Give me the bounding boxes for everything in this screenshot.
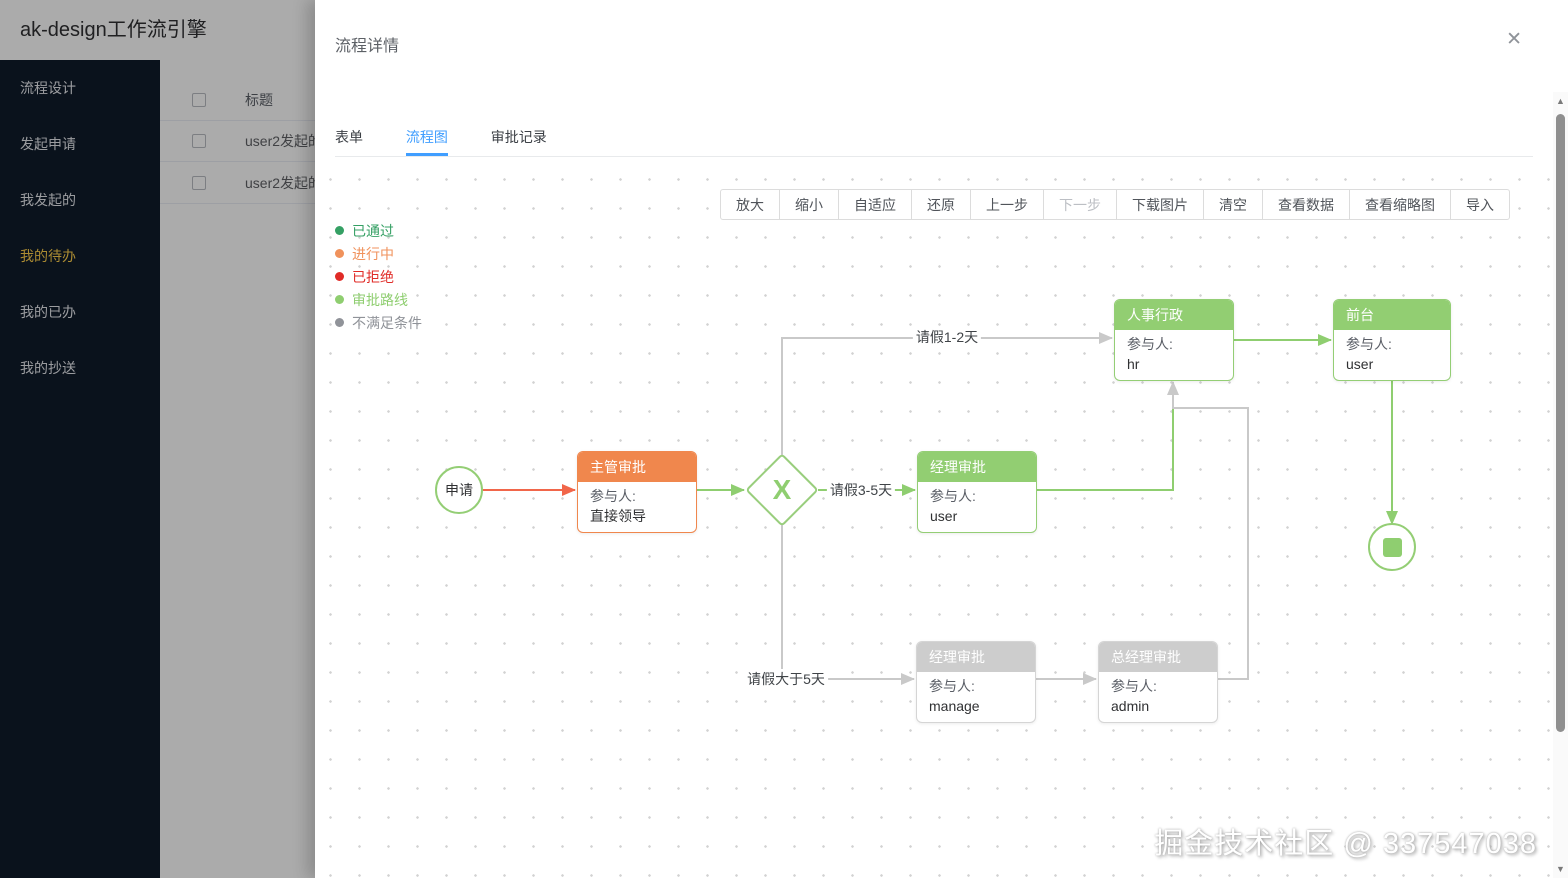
sidebar: 流程设计 发起申请 我发起的 我的待办 我的已办 我的抄送	[0, 60, 160, 878]
tab-approval-records[interactable]: 审批记录	[490, 129, 547, 145]
sidebar-item-my-initiated[interactable]: 我发起的	[20, 192, 76, 208]
node-title: 经理审批	[917, 642, 1035, 672]
legend-label: 已通过	[352, 222, 394, 239]
node-manager-approval-2[interactable]: 经理审批 参与人: manage	[916, 641, 1036, 723]
node-title: 总经理审批	[1099, 642, 1217, 672]
scrollbar-thumb[interactable]	[1556, 114, 1565, 732]
flowchart-canvas[interactable]: 请假1-2天 请假3-5天 请假大于5天 申请 主管审批 参与人: 直接领导 X…	[315, 157, 1553, 878]
participant-value: manage	[929, 698, 980, 714]
legend-item-approved: 已通过	[335, 219, 422, 242]
watermark: 掘金技术社区 @ 337547038	[1154, 828, 1537, 860]
flowchart-toolbar: 放大 缩小 自适应 还原 上一步 下一步 下载图片 清空 查看数据 查看缩略图 …	[720, 189, 1510, 220]
legend-dot-rejected	[335, 272, 344, 281]
legend-dot-approval-route	[335, 295, 344, 304]
toolbar-button-clear[interactable]: 清空	[1203, 189, 1263, 220]
node-title: 经理审批	[918, 452, 1036, 482]
tab-flowchart[interactable]: 流程图	[405, 120, 448, 156]
toolbar-button-download-image[interactable]: 下载图片	[1116, 189, 1204, 220]
scrollbar-down-arrow-icon[interactable]: ▼	[1556, 864, 1565, 874]
legend-dot-in-progress	[335, 249, 344, 258]
select-all-checkbox[interactable]	[192, 93, 206, 107]
sidebar-item-start-request[interactable]: 发起申请	[20, 136, 76, 152]
drawer-title: 流程详情	[335, 38, 400, 55]
row-checkbox[interactable]	[192, 134, 206, 148]
legend-label: 不满足条件	[352, 314, 422, 331]
legend-item-unmet-condition: 不满足条件	[335, 311, 422, 334]
row-title: user2发起的	[245, 133, 323, 149]
legend-label: 进行中	[352, 245, 394, 262]
toolbar-button-reset[interactable]: 还原	[911, 189, 971, 220]
row-title: user2发起的	[245, 175, 323, 191]
sidebar-item-my-todo[interactable]: 我的待办	[20, 248, 76, 264]
node-front-desk[interactable]: 前台 参与人: user	[1333, 299, 1451, 381]
sidebar-item-process-design[interactable]: 流程设计	[20, 80, 76, 96]
toolbar-button-view-data[interactable]: 查看数据	[1262, 189, 1350, 220]
end-square-icon	[1382, 537, 1402, 557]
node-gateway-exclusive[interactable]: X	[745, 453, 819, 527]
toolbar-button-zoom-out[interactable]: 缩小	[779, 189, 839, 220]
sidebar-item-my-cc[interactable]: 我的抄送	[20, 360, 76, 376]
node-title: 主管审批	[578, 452, 696, 482]
node-title: 前台	[1334, 300, 1450, 330]
participant-value: hr	[1127, 356, 1140, 372]
tab-bar: 表单 流程图 审批记录	[335, 120, 1533, 157]
toolbar-button-zoom-in[interactable]: 放大	[720, 189, 780, 220]
gateway-x-icon: X	[772, 474, 792, 505]
participant-label: 参与人:	[1127, 336, 1173, 352]
process-detail-drawer: 流程详情 ✕ 表单 流程图 审批记录	[315, 0, 1568, 878]
participant-label: 参与人:	[929, 678, 975, 694]
participant-label: 参与人:	[590, 488, 636, 504]
legend-dot-unmet-condition	[335, 318, 344, 327]
sidebar-item-my-done[interactable]: 我的已办	[20, 304, 76, 320]
legend-label: 已拒绝	[352, 268, 394, 285]
status-legend: 已通过 进行中 已拒绝 审批路线 不满足条件	[335, 219, 422, 334]
node-hr-admin[interactable]: 人事行政 参与人: hr	[1114, 299, 1234, 381]
legend-label: 审批路线	[352, 291, 408, 308]
participant-label: 参与人:	[930, 488, 976, 504]
flow-edges	[481, 332, 1398, 685]
node-end[interactable]	[1368, 523, 1416, 571]
node-manager-approval[interactable]: 经理审批 参与人: user	[917, 451, 1037, 533]
legend-item-rejected: 已拒绝	[335, 265, 422, 288]
toolbar-button-prev-step[interactable]: 上一步	[970, 189, 1044, 220]
participant-label: 参与人:	[1346, 336, 1392, 352]
legend-item-in-progress: 进行中	[335, 242, 422, 265]
legend-dot-approved	[335, 226, 344, 235]
participant-label: 参与人:	[1111, 678, 1157, 694]
toolbar-button-fit[interactable]: 自适应	[838, 189, 912, 220]
tab-form[interactable]: 表单	[335, 129, 363, 145]
participant-value: admin	[1111, 698, 1150, 714]
close-icon[interactable]: ✕	[1506, 29, 1522, 50]
node-start[interactable]: 申请	[435, 466, 483, 514]
participant-value: 直接领导	[590, 508, 646, 524]
vertical-scrollbar[interactable]: ▲ ▼	[1553, 92, 1568, 878]
legend-item-approval-route: 审批路线	[335, 288, 422, 311]
toolbar-button-import[interactable]: 导入	[1450, 189, 1510, 220]
node-supervisor-approval[interactable]: 主管审批 参与人: 直接领导	[577, 451, 697, 533]
edge-label-1-2-days: 请假1-2天	[912, 327, 982, 347]
row-checkbox[interactable]	[192, 176, 206, 190]
participant-value: user	[1346, 356, 1374, 372]
node-title: 人事行政	[1115, 300, 1233, 330]
participant-value: user	[930, 508, 958, 524]
node-general-manager-approval[interactable]: 总经理审批 参与人: admin	[1098, 641, 1218, 723]
app-title: ak-design工作流引擎	[20, 19, 207, 41]
edge-label-3-5-days: 请假3-5天	[826, 480, 896, 500]
scrollbar-up-arrow-icon[interactable]: ▲	[1556, 96, 1565, 106]
edge-label-gt-5-days: 请假大于5天	[744, 669, 828, 689]
toolbar-button-view-minimap[interactable]: 查看缩略图	[1349, 189, 1451, 220]
column-header-title: 标题	[245, 92, 273, 108]
toolbar-button-next-step[interactable]: 下一步	[1043, 189, 1117, 220]
start-label: 申请	[445, 482, 473, 498]
